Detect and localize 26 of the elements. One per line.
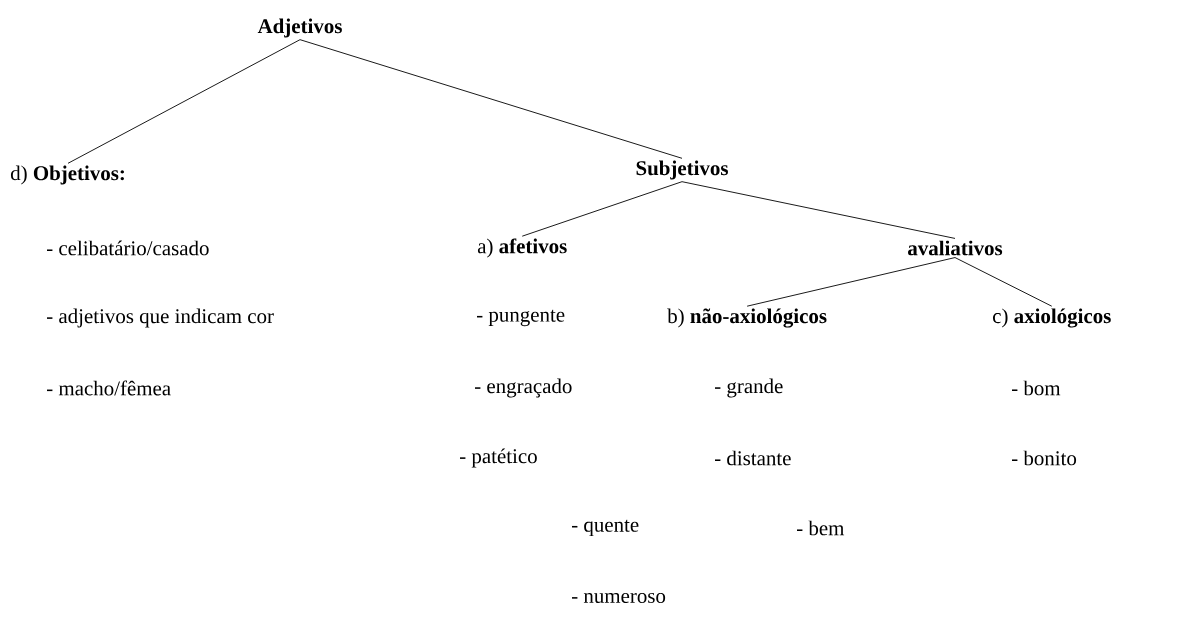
list-item: - adjetivos que indicam cor bbox=[47, 308, 274, 328]
tree-node-label: d) Objetivos: bbox=[10, 165, 124, 185]
list-item: - pungente bbox=[477, 309, 565, 327]
list-item: - patético bbox=[460, 448, 537, 468]
tree-branch-line bbox=[681, 181, 956, 239]
list-item: - grande bbox=[715, 378, 783, 398]
tree-node-label: b) não-axiológicos bbox=[667, 308, 827, 328]
tree-node-label: avaliativos bbox=[908, 240, 1003, 256]
tree-branch-line bbox=[67, 39, 301, 164]
list-item: - numeroso bbox=[572, 592, 666, 603]
list-item: - bem bbox=[797, 520, 845, 536]
tree-branch-line bbox=[521, 181, 683, 237]
tree-node-label: a) afetivos bbox=[477, 238, 567, 258]
tree-node-label: c) axiológicos bbox=[993, 308, 1111, 328]
list-item: - bonito bbox=[1012, 450, 1077, 466]
tree-branch-line bbox=[954, 257, 1053, 307]
list-item: - quente bbox=[572, 519, 639, 537]
list-item: - bom bbox=[1012, 380, 1061, 396]
list-item: - macho/fêmea bbox=[47, 380, 171, 396]
list-item: - distante bbox=[715, 450, 791, 466]
tree-node-label: Subjetivos bbox=[636, 160, 728, 180]
tree-node-label: Adjetivos bbox=[257, 18, 342, 38]
list-item: - celibatário/casado bbox=[47, 240, 209, 256]
list-item: - engraçado bbox=[475, 378, 572, 398]
tree-branch-line bbox=[746, 257, 956, 307]
tree-branch-line bbox=[299, 39, 683, 159]
